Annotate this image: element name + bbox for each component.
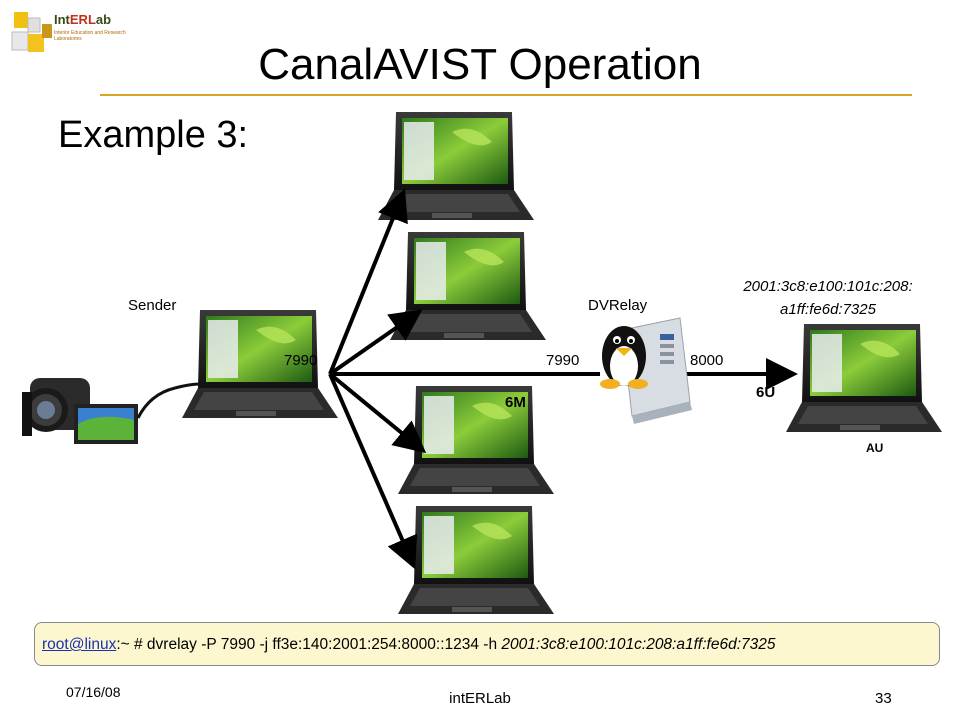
multicast-arrows [328, 188, 427, 570]
multicast-group-label: 6M [505, 394, 526, 411]
command-address: 2001:3c8:e100:101c:208:a1ff:fe6d:7325 [501, 636, 776, 653]
command-body: :~ # dvrelay -P 7990 -j ff3e:140:2001:25… [116, 636, 502, 653]
command-box [34, 622, 940, 666]
relay-in-port-label: 7990 [546, 352, 580, 369]
tux-penguin-icon [600, 326, 648, 389]
sender-port-label: 7990 [284, 352, 318, 369]
title-rule [100, 94, 912, 96]
slide-subtitle: Example 3: [58, 114, 249, 156]
unicast-label: 6U [756, 384, 776, 401]
interlab-logo: IntERLab Interior Education and Research… [8, 4, 138, 64]
slide-title: CanalAVIST Operation [258, 40, 702, 89]
camcorder-icon [22, 378, 138, 444]
unicast-receiver-laptop-icon [786, 324, 942, 432]
page-number: 33 [875, 690, 892, 707]
logo-cubes-icon [11, 12, 52, 52]
relay-out-port-label: 8000 [690, 352, 724, 369]
root-link[interactable]: root@linux [42, 636, 117, 653]
receiver-laptop-3-icon [398, 386, 554, 494]
receiver-laptop-1-icon [378, 112, 534, 220]
logo-tagline: Interior Education and Research Laborato… [54, 30, 126, 42]
receiver-address-line-1: 2001:3c8:e100:101c:208: [743, 278, 913, 295]
receiver-au-label: AU [866, 441, 884, 455]
sender-label: Sender [128, 297, 177, 314]
camera-cable [136, 382, 201, 419]
receiver-laptop-2-icon [390, 232, 546, 340]
footer-center: intERLab [449, 690, 511, 707]
footer-date: 07/16/08 [66, 684, 121, 700]
dvrelay-label: DVRelay [588, 297, 648, 314]
command-line: root@linux:~ # dvrelay -P 7990 -j ff3e:1… [42, 636, 942, 654]
receiver-address-line-2: a1ff:fe6d:7325 [780, 301, 876, 318]
logo-brand: IntERLab [54, 12, 112, 27]
receiver-laptop-4-icon [398, 506, 554, 614]
